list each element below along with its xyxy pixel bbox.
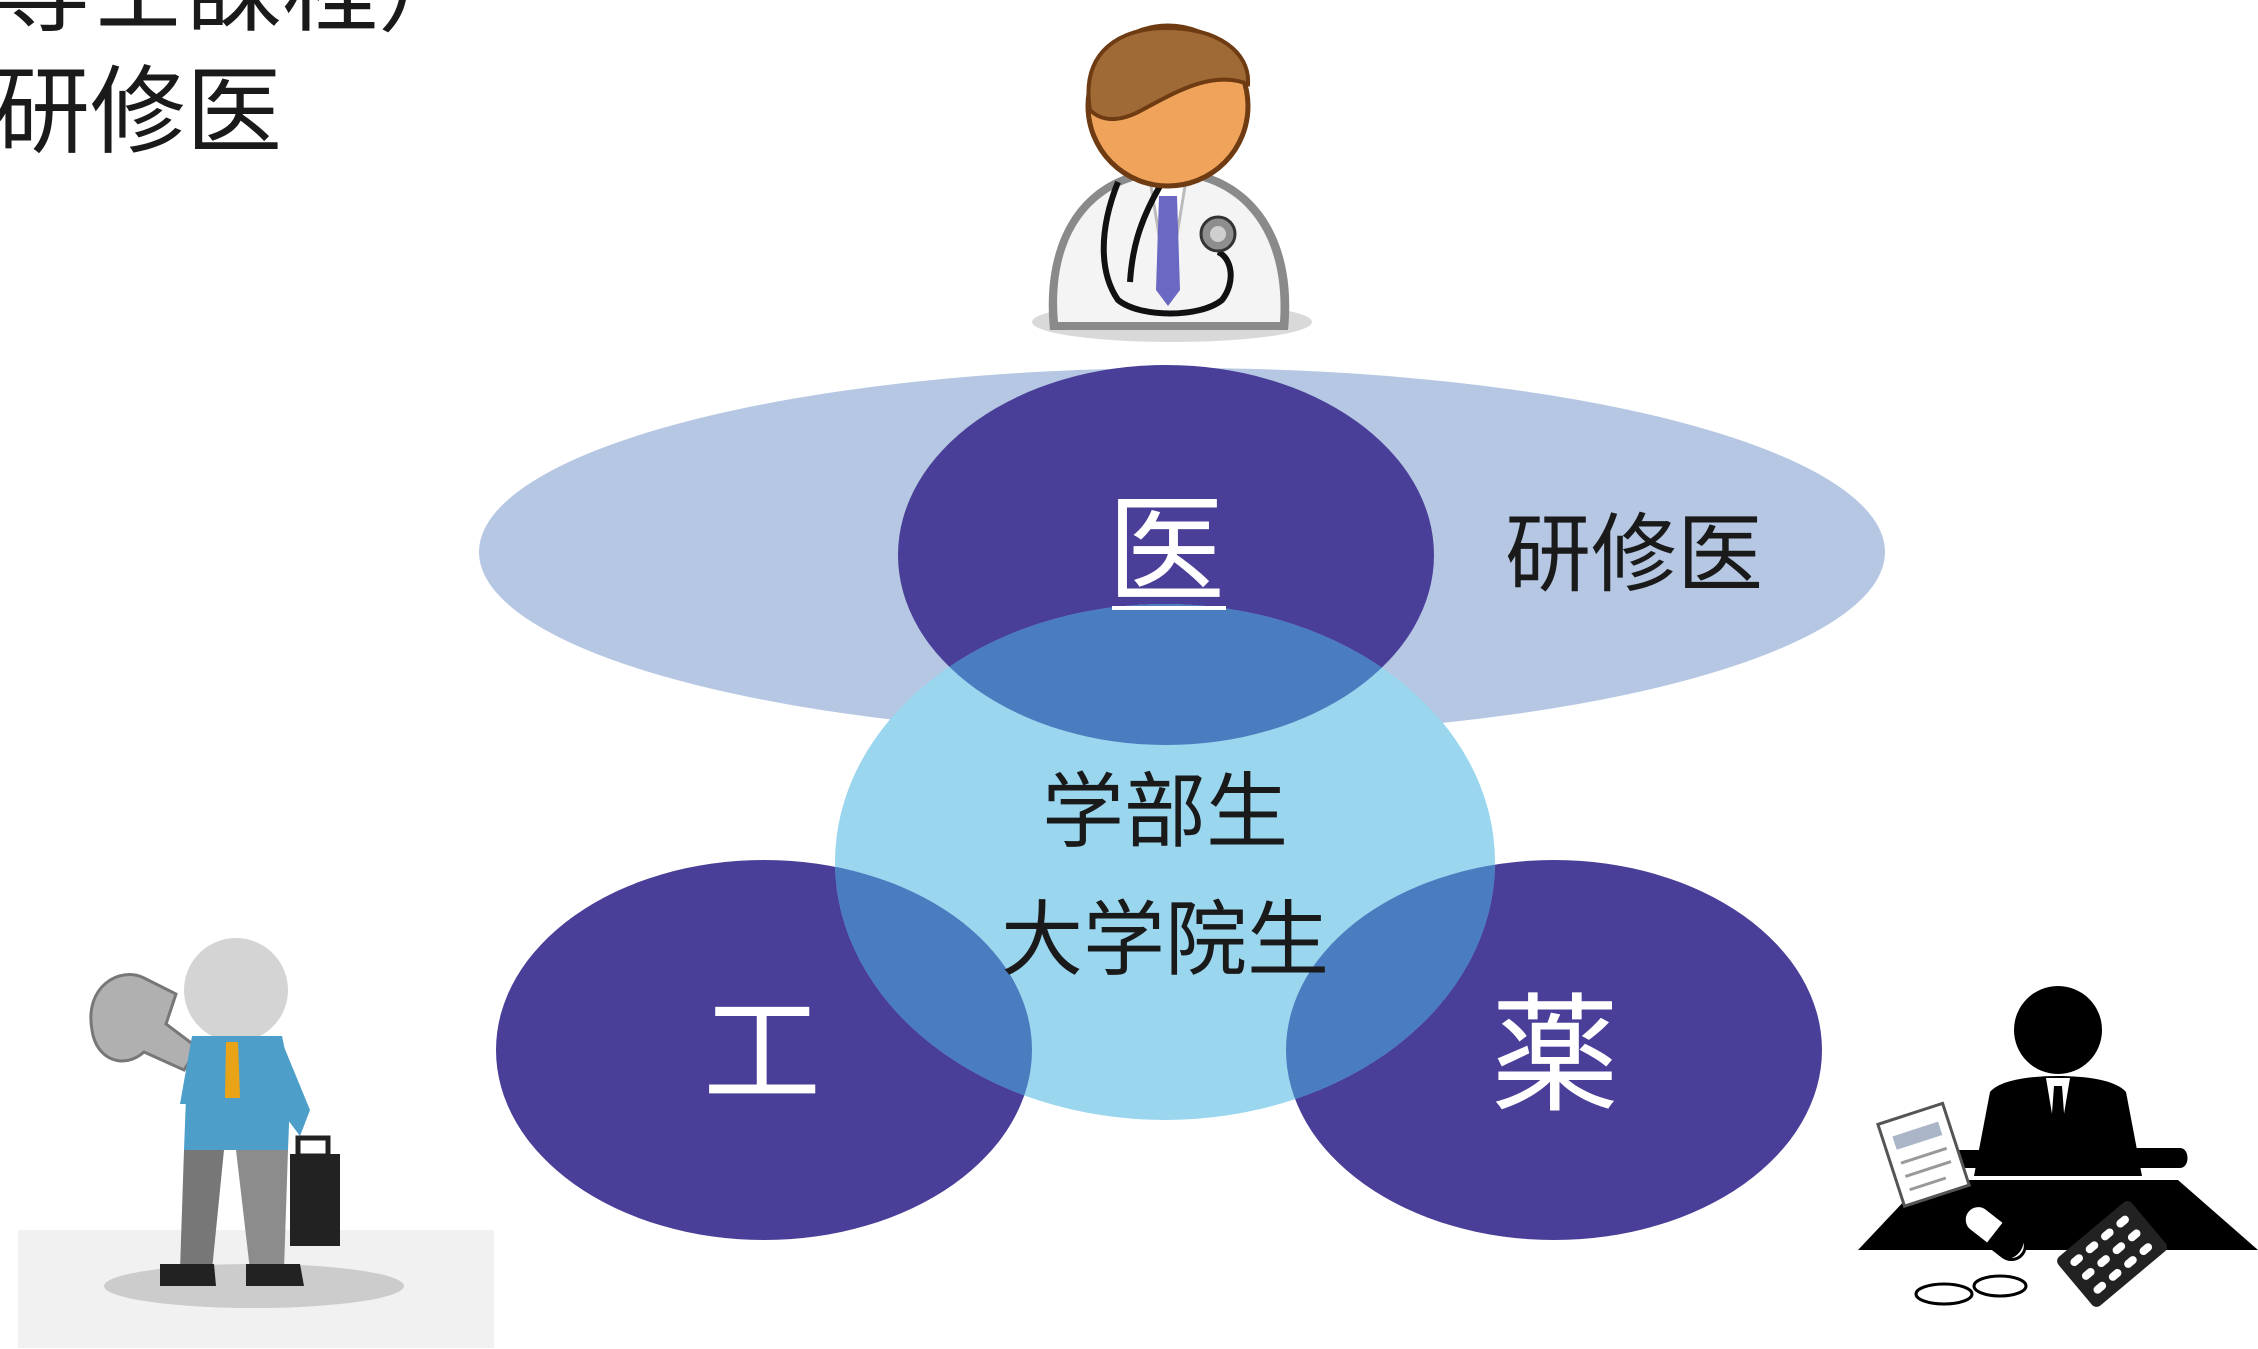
engineering-label: 工	[703, 983, 821, 1121]
pharmacy-label: 薬	[1491, 982, 1619, 1131]
overlap-regions	[835, 604, 1495, 1120]
pharmacy-overlap	[1286, 860, 1495, 1120]
medicine-overlap	[898, 604, 1434, 745]
pharmacist-at-desk-icon	[1858, 986, 2258, 1307]
resident-label: 研修医	[1505, 505, 1763, 605]
engineering-overlap	[835, 860, 1032, 1120]
engineer-with-wrench-icon	[18, 938, 494, 1348]
doctor-icon	[1032, 23, 1312, 342]
center-label-line1: 学部生	[1042, 765, 1288, 860]
top-text-line1: 専士課程）	[0, 0, 474, 38]
center-label-line2: 大学院生	[1001, 893, 1329, 988]
medicine-label: 医	[1107, 482, 1225, 620]
top-text-line2: 研修医	[0, 56, 282, 168]
